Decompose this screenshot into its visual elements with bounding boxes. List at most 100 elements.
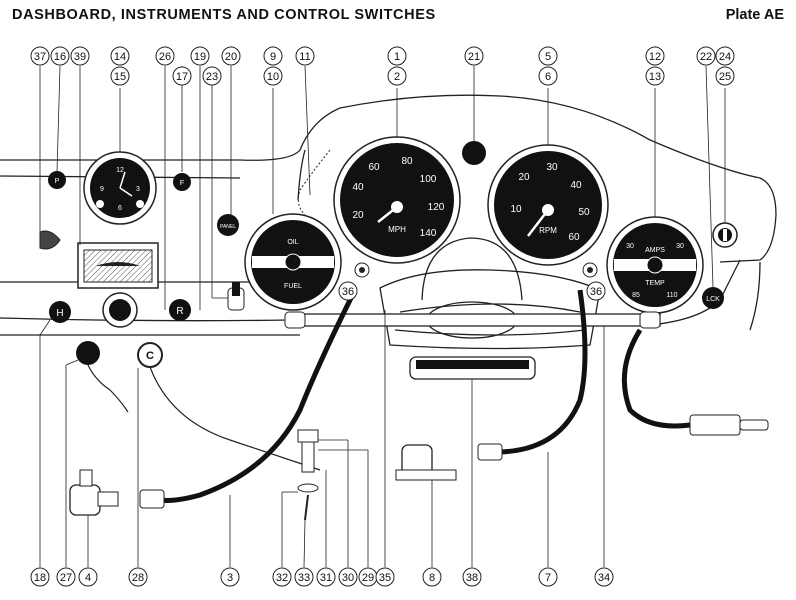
callout-number: 18: [34, 572, 46, 584]
callout-number: 31: [320, 572, 332, 584]
page-title: DASHBOARD, INSTRUMENTS AND CONTROL SWITC…: [12, 7, 436, 23]
callout-number: 10: [267, 71, 279, 83]
temp-bulb: [689, 414, 769, 436]
tach-tick: 50: [578, 207, 590, 218]
wire: [149, 366, 321, 471]
callout-number: 5: [545, 51, 551, 63]
callout-33: 33: [294, 567, 314, 587]
temp-capillary: [621, 328, 691, 429]
callout-number: 14: [114, 51, 126, 63]
callout-number: 22: [700, 51, 712, 63]
amps-label: AMPS: [645, 247, 665, 254]
callout-number: 6: [545, 71, 551, 83]
callout-38: 38: [462, 567, 482, 587]
callout-number: 13: [649, 71, 661, 83]
callout-number: 19: [194, 51, 206, 63]
callout-number: 34: [598, 572, 610, 584]
callout-number: 20: [225, 51, 237, 63]
callout-number: 36: [342, 286, 354, 298]
callout-number: 26: [159, 51, 171, 63]
callout-12: 12: [645, 46, 665, 66]
svg-text:LCK: LCK: [706, 296, 720, 303]
callout-17: 17: [172, 66, 192, 86]
callout-number: 12: [649, 51, 661, 63]
callout-14: 14: [110, 46, 130, 66]
callout-number: 21: [468, 51, 480, 63]
callout-16: 16: [50, 46, 70, 66]
callout-number: 9: [270, 51, 276, 63]
amps-temp-gauge: AMPS 30 30 TEMP 85 110: [606, 216, 704, 314]
wire: [87, 364, 129, 413]
callout-5: 5: [538, 46, 558, 66]
speedo-cable: [159, 288, 358, 503]
clock: 12 3 6 9: [83, 151, 157, 225]
speedo-tick: 80: [401, 156, 413, 167]
screw: [587, 267, 593, 273]
callout-number: 4: [85, 572, 91, 584]
callout-21: 21: [464, 46, 484, 66]
speedo-unit: MPH: [388, 225, 406, 234]
callout-34: 34: [594, 567, 614, 587]
switch-f: F: [173, 173, 191, 191]
callout-number: 8: [429, 572, 435, 584]
callout-7: 7: [538, 567, 558, 587]
tach-unit: RPM: [539, 226, 557, 235]
dash-knob: [462, 141, 486, 165]
callout-29: 29: [358, 567, 378, 587]
clock-tick: 3: [136, 186, 140, 193]
svg-text:C: C: [146, 350, 154, 362]
svg-text:30: 30: [626, 243, 634, 250]
tach-tick: 30: [546, 162, 558, 173]
svg-text:R: R: [176, 306, 183, 317]
callout-number: 11: [299, 51, 310, 63]
svg-text:85: 85: [632, 292, 640, 299]
callout-22: 22: [696, 46, 716, 66]
callout-number: 24: [719, 51, 731, 63]
callout-number: 30: [342, 572, 354, 584]
tach-tick: 20: [518, 172, 530, 183]
callout-27: 27: [56, 567, 76, 587]
callout-18: 18: [30, 567, 50, 587]
tach-tick: 10: [510, 204, 522, 215]
bracket-fitting: [395, 444, 457, 481]
svg-text:PANEL: PANEL: [220, 224, 236, 230]
loose-knob: [76, 341, 100, 365]
clock-tick: 12: [116, 167, 124, 174]
speedo-tick: 60: [368, 162, 380, 173]
callout-number: 23: [206, 71, 218, 83]
speedometer: 20 40 60 80 100 120 140 MPH: [333, 136, 461, 264]
temp-label: TEMP: [645, 280, 665, 287]
callout-9: 9: [263, 46, 283, 66]
bolt-assembly: [297, 429, 319, 521]
callout-15: 15: [110, 66, 130, 86]
callout-number: 39: [74, 51, 86, 63]
tach-cable: [488, 289, 588, 455]
switch-h: H: [49, 301, 71, 323]
callout-8: 8: [422, 567, 442, 587]
callout-13: 13: [645, 66, 665, 86]
callout-number: 7: [545, 572, 551, 584]
callout-25: 25: [715, 66, 735, 86]
callout-10: 10: [263, 66, 283, 86]
cable-end: [139, 489, 165, 509]
callout-24: 24: [715, 46, 735, 66]
callout-37: 37: [30, 46, 50, 66]
callout-number: 37: [34, 51, 46, 63]
light-bar: [284, 311, 661, 329]
callout-number: 15: [114, 71, 126, 83]
oil-label: OIL: [287, 239, 298, 246]
callout-30: 30: [338, 567, 358, 587]
svg-text:F: F: [180, 180, 184, 187]
callout-2: 2: [387, 66, 407, 86]
callout-26: 26: [155, 46, 175, 66]
fuel-label: FUEL: [284, 283, 302, 290]
wiring-loom: [297, 149, 331, 216]
callout-32: 32: [272, 567, 292, 587]
svg-text:30: 30: [676, 243, 684, 250]
leader-lines: [39, 65, 726, 568]
switch-p: P: [48, 171, 66, 189]
panel-light: [39, 230, 61, 250]
callout-36: 36: [338, 281, 358, 301]
